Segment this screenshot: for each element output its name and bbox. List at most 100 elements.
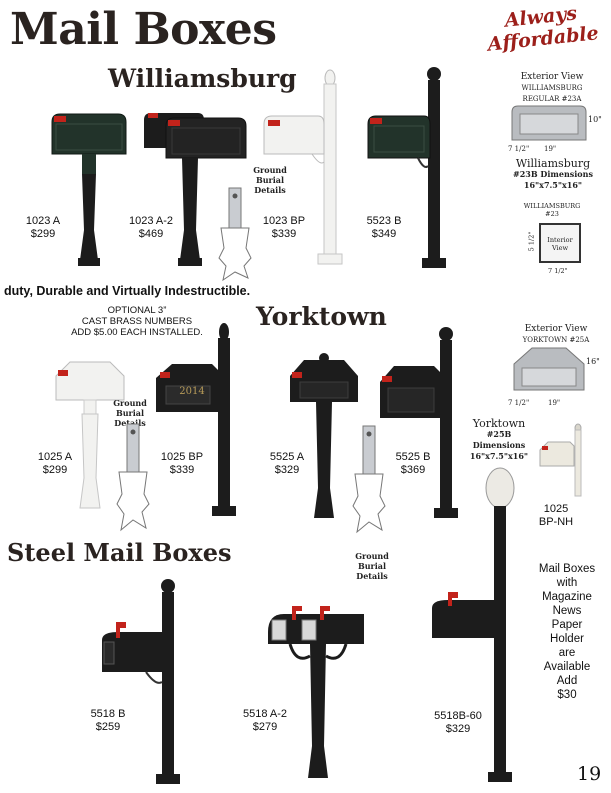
product-caption-1023a: 1023 A $299 <box>18 215 68 241</box>
mailbox-5518a2-image <box>268 606 364 778</box>
dims-label: #23B Dimensions <box>513 169 593 179</box>
note-line: with <box>556 577 578 589</box>
note-line: are <box>558 647 576 659</box>
product-caption-1025bp: 1025 BP $339 <box>154 451 210 477</box>
williamsburg-height: 10" <box>588 115 602 124</box>
product-caption-5525b: 5525 B $369 <box>386 451 440 477</box>
price: $329 <box>274 464 300 476</box>
dims-value: 16"x7.5"x16" <box>523 180 583 190</box>
price: $339 <box>271 228 297 240</box>
section-heading-steel: Steel Mail Boxes <box>7 538 232 567</box>
note-line: Holder <box>550 633 584 645</box>
model-number: 5518B-60 <box>434 710 482 722</box>
always-affordable-badge: Always Affordable <box>482 2 602 66</box>
product-caption-5523b: 5523 B $349 <box>356 215 412 241</box>
price: $349 <box>371 228 397 240</box>
price: $339 <box>169 464 195 476</box>
ground-burial-label: Ground Burial Details <box>355 551 389 581</box>
product-caption-1023a2: 1023 A-2 $469 <box>121 215 181 241</box>
note-line: ADD $5.00 EACH INSTALLED. <box>71 327 203 338</box>
note-line: CAST BRASS NUMBERS <box>81 316 193 327</box>
page-title: Mail Boxes <box>10 4 277 55</box>
price: $299 <box>30 228 56 240</box>
mailbox-1023a2-image <box>144 113 247 266</box>
model-number: 1023 BP <box>262 215 306 227</box>
product-caption-1025a: 1025 A $299 <box>28 451 82 477</box>
ground-burial-label: Ground Burial Details <box>113 398 147 428</box>
exterior-sub: WILLIAMSBURG <box>521 84 583 92</box>
yorktown-exterior-diagram-icon <box>513 347 585 391</box>
model-number: 5518 B <box>90 708 126 720</box>
mailbox-1023bp-image <box>263 69 343 265</box>
section-heading-yorktown: Yorktown <box>256 302 387 331</box>
dims-heading: Williamsburg <box>515 157 591 170</box>
yorktown-depth: 7 1/2" <box>508 399 530 407</box>
model-number: 5523 B <box>366 215 402 227</box>
interior-sub: WILLIAMSBURG <box>523 202 581 210</box>
model-number: 1023 A-2 <box>128 215 174 227</box>
dims-heading: Yorktown <box>472 417 526 430</box>
price: $299 <box>42 464 68 476</box>
model-number: 1025 A <box>37 451 73 463</box>
ground-burial-diagram-icon <box>116 423 150 532</box>
exterior-title: Exterior View <box>520 72 584 82</box>
williamsburg-interior-label: WILLIAMSBURG #23 <box>520 202 584 218</box>
magazine-holder-note: Mail Boxes with Magazine News Paper Hold… <box>530 562 604 702</box>
mailbox-5525a-image <box>290 353 358 518</box>
note-line: Mail Boxes <box>538 563 596 575</box>
ground-burial-diagram-icon <box>218 187 252 282</box>
interior-width: 7 1/2" <box>548 267 568 275</box>
price: $279 <box>252 721 278 733</box>
mailbox-5523b-image <box>367 67 446 268</box>
interior-view-label: Interior View <box>547 236 573 252</box>
house-number-plate: 2014 <box>179 386 205 397</box>
product-caption-5518a2: 5518 A-2 $279 <box>234 708 296 734</box>
model-number: 1025 BP <box>160 451 204 463</box>
note-line: Add <box>556 675 578 687</box>
product-caption-1023bp: 1023 BP $339 <box>256 215 312 241</box>
williamsburg-dims-block: Williamsburg #23B Dimensions 16"x7.5"x16… <box>508 158 598 191</box>
yorktown-dims-block: Yorktown #25B Dimensions 16"x7.5"x16" <box>466 418 532 462</box>
williamsburg-interior-diagram-icon <box>539 223 581 263</box>
model-number: 1023 A <box>25 215 61 227</box>
product-caption-5518b: 5518 B $259 <box>80 708 136 734</box>
product-tagline: duty, Durable and Virtually Indestructib… <box>4 284 251 298</box>
note-line: OPTIONAL 3” <box>107 305 167 316</box>
exterior-sub: YORKTOWN #25A <box>522 336 590 344</box>
product-caption-5525a: 5525 A $329 <box>260 451 314 477</box>
yorktown-height: 16" <box>586 357 600 366</box>
williamsburg-width: 19" <box>544 145 557 153</box>
model-number: 5525 B <box>395 451 431 463</box>
mailbox-1023a-image <box>51 113 127 266</box>
page-number: 19 <box>577 763 602 785</box>
note-line: Paper <box>551 619 583 631</box>
interior-height: 5 1/2" <box>527 231 536 252</box>
yorktown-exterior-label: Exterior View YORKTOWN #25A <box>516 324 596 346</box>
ground-burial-diagram-icon <box>352 425 386 534</box>
price: $329 <box>445 723 471 735</box>
section-heading-williamsburg: Williamsburg <box>108 64 297 93</box>
price: $369 <box>400 464 426 476</box>
exterior-title: Exterior View <box>524 324 588 334</box>
optional-numbers-note: OPTIONAL 3” CAST BRASS NUMBERS ADD $5.00… <box>52 305 222 338</box>
williamsburg-depth: 7 1/2" <box>508 145 530 153</box>
price: $469 <box>138 228 164 240</box>
price: $259 <box>95 721 121 733</box>
yorktown-width: 19" <box>548 399 561 407</box>
ground-burial-label: Ground Burial Details <box>253 165 287 195</box>
mailbox-5525b-image <box>380 327 458 518</box>
mailbox-5518b60-image <box>432 467 515 782</box>
exterior-model: REGULAR #23A <box>522 95 582 103</box>
mailbox-1025bpnh-image <box>539 423 582 497</box>
dims-label: #25B Dimensions <box>472 429 526 450</box>
mailbox-1025a-image <box>55 361 125 509</box>
model-number: 5525 A <box>269 451 305 463</box>
mailbox-5518b-image <box>102 579 180 784</box>
note-line: Magazine <box>542 591 592 603</box>
williamsburg-exterior-label: Exterior View WILLIAMSBURG REGULAR #23A <box>512 72 592 105</box>
model-number: 1025 <box>543 503 569 515</box>
note-line: News <box>552 605 582 617</box>
williamsburg-exterior-diagram-icon <box>511 105 587 141</box>
note-line: $30 <box>557 689 577 701</box>
product-caption-5518b60: 5518B-60 $329 <box>426 710 490 736</box>
